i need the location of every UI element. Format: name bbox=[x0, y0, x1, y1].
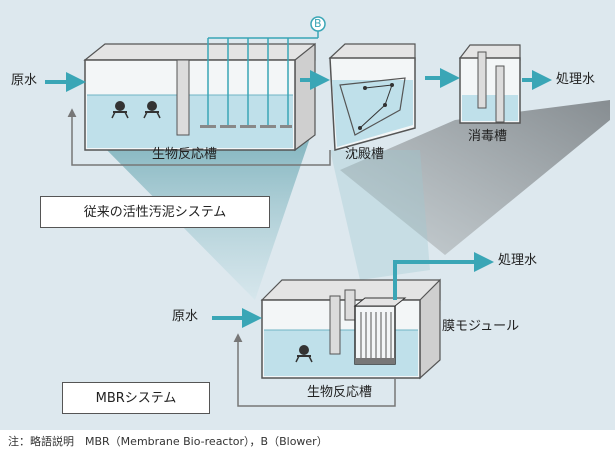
blower-label: B bbox=[314, 17, 322, 30]
blower-icon bbox=[310, 16, 326, 32]
mbr-inlet-label: 原水 bbox=[172, 309, 199, 324]
mbr-bio-reactor-label: 生物反応槽 bbox=[307, 385, 373, 400]
teal-projection-funnel-right bbox=[330, 150, 430, 280]
aerator-icon bbox=[295, 345, 313, 363]
diffuser-pipes bbox=[207, 30, 319, 125]
conventional-inlet-label: 原水 bbox=[11, 73, 38, 88]
membrane-module-label: 膜モジュール bbox=[442, 319, 520, 334]
diffuser-heads bbox=[200, 125, 292, 128]
membrane-module bbox=[353, 297, 407, 365]
gray-projection-funnel bbox=[340, 100, 610, 255]
mbr-outlet-label: 処理水 bbox=[498, 253, 538, 268]
settling-tank-label: 沈殿槽 bbox=[345, 147, 385, 162]
mbr-bio-reactor-tank bbox=[260, 278, 441, 380]
footnote-background bbox=[0, 430, 615, 454]
conventional-system-label: 従来の活性汚泥システム bbox=[40, 196, 270, 228]
aerator-icon bbox=[143, 101, 161, 119]
conventional-outlet-label: 処理水 bbox=[556, 72, 596, 87]
bio-reactor-tank bbox=[83, 30, 319, 152]
sludge-return-line bbox=[67, 108, 331, 166]
mbr-system-label: MBRシステム bbox=[62, 382, 210, 414]
aerator-icon bbox=[111, 101, 129, 119]
settling-tank bbox=[328, 43, 416, 151]
bio-reactor-label: 生物反応槽 bbox=[152, 147, 218, 162]
footnote: 注：略語説明 MBR（Membrane Bio-reactor），B（Blowe… bbox=[8, 435, 328, 448]
mbr-sludge-return-line bbox=[233, 333, 396, 407]
disinfection-tank bbox=[458, 44, 521, 124]
disinfection-tank-label: 消毒槽 bbox=[468, 129, 508, 144]
mbr-outlet-arrow bbox=[393, 252, 494, 300]
